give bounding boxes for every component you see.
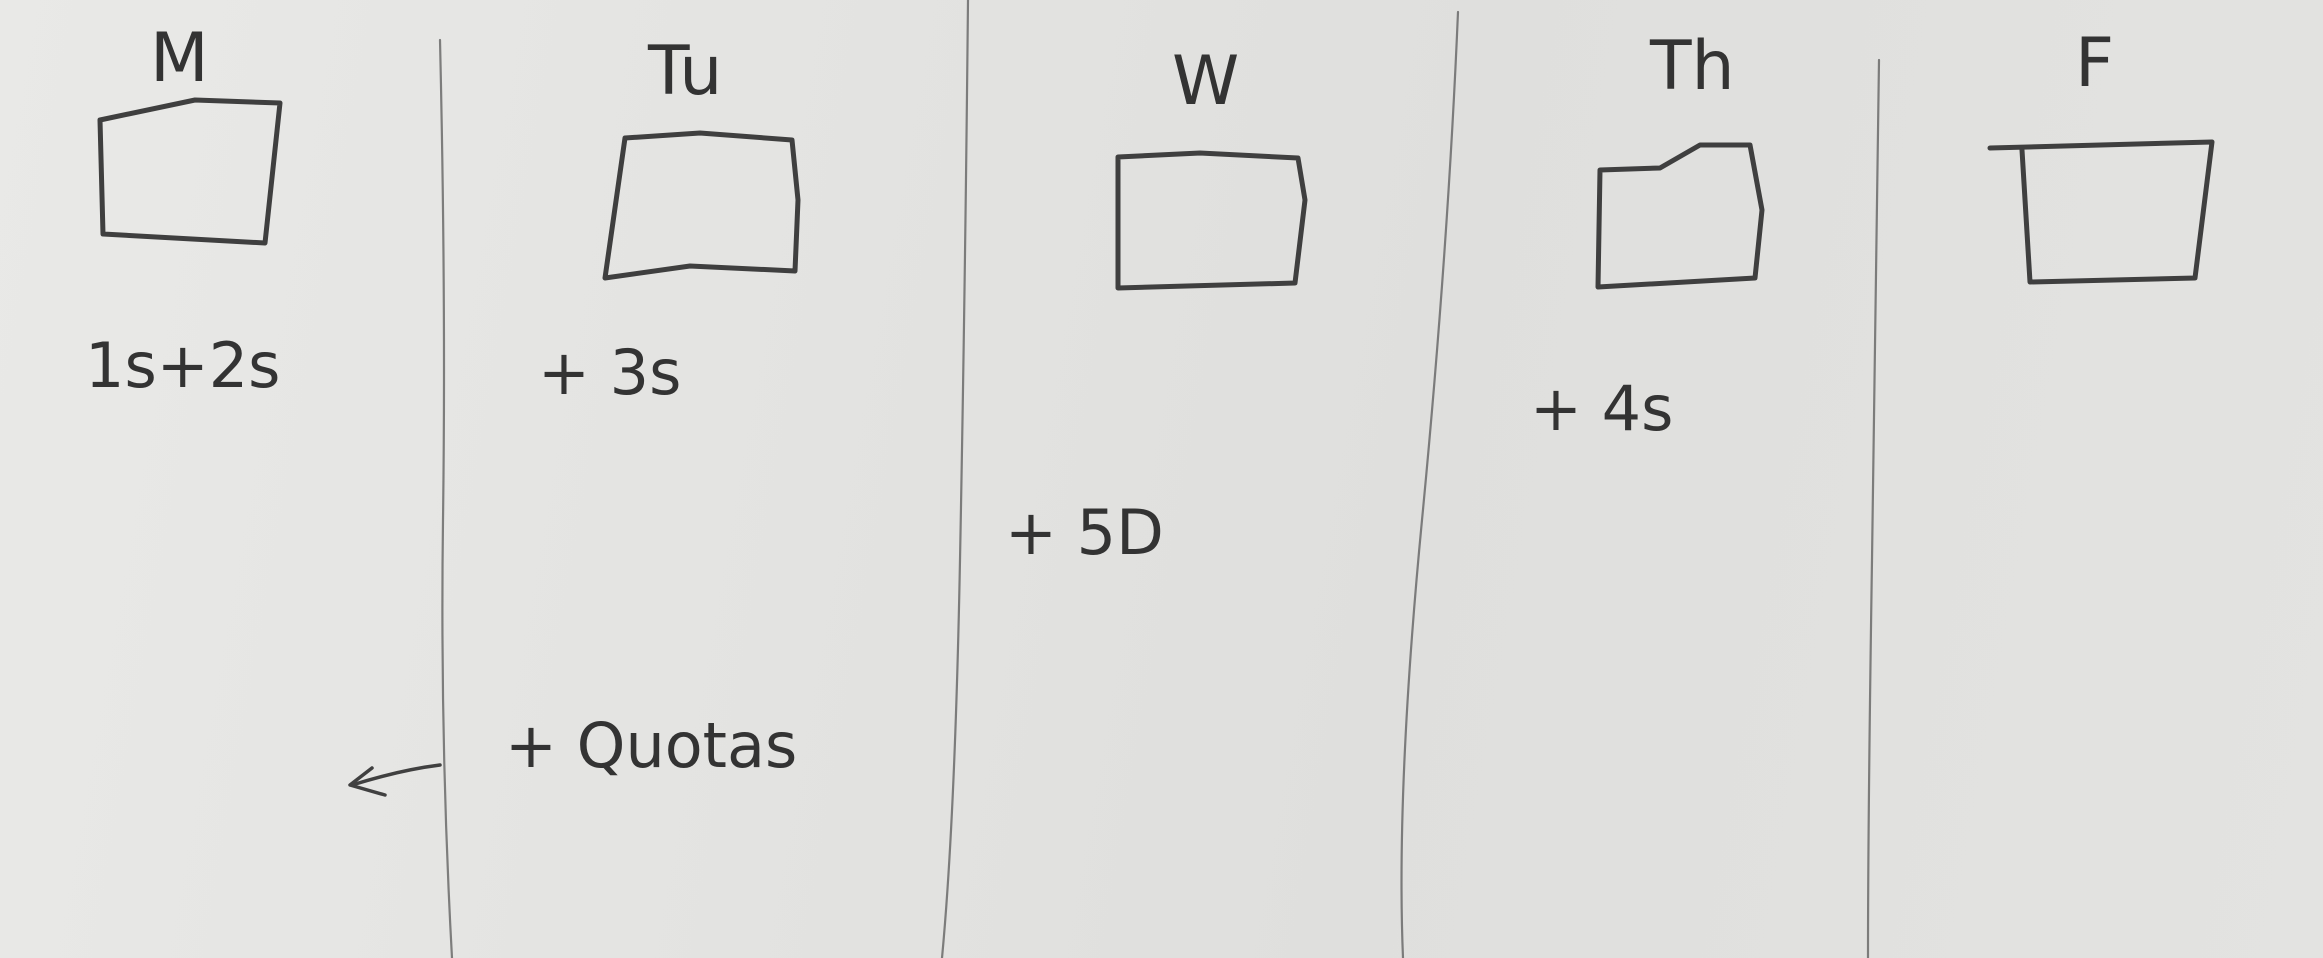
note-mon: 1s+2s [85, 329, 281, 402]
note-thu: + 4s [1530, 372, 1674, 445]
checkbox-wed[interactable] [1115, 150, 1308, 291]
day-label-wed: W [1172, 42, 1240, 121]
divider-line-2 [940, 0, 970, 958]
left-arrow-icon [348, 763, 442, 797]
checkbox-tue[interactable] [602, 130, 801, 281]
divider-line-4 [1866, 58, 1881, 958]
note-wed: + 5D [1005, 496, 1164, 569]
divider-line-3 [1400, 10, 1460, 958]
day-label-mon: M [150, 19, 209, 98]
day-label-fri: F [2075, 24, 2115, 103]
checkbox-fri[interactable] [1987, 139, 2215, 285]
quotas-note: + Quotas [505, 709, 798, 782]
day-label-thu: Th [1650, 27, 1735, 106]
note-tue: + 3s [538, 336, 682, 409]
checkbox-mon[interactable] [97, 97, 283, 246]
checkbox-thu[interactable] [1595, 142, 1765, 290]
divider-line-1 [438, 38, 454, 958]
day-label-tue: Tu [648, 32, 723, 111]
